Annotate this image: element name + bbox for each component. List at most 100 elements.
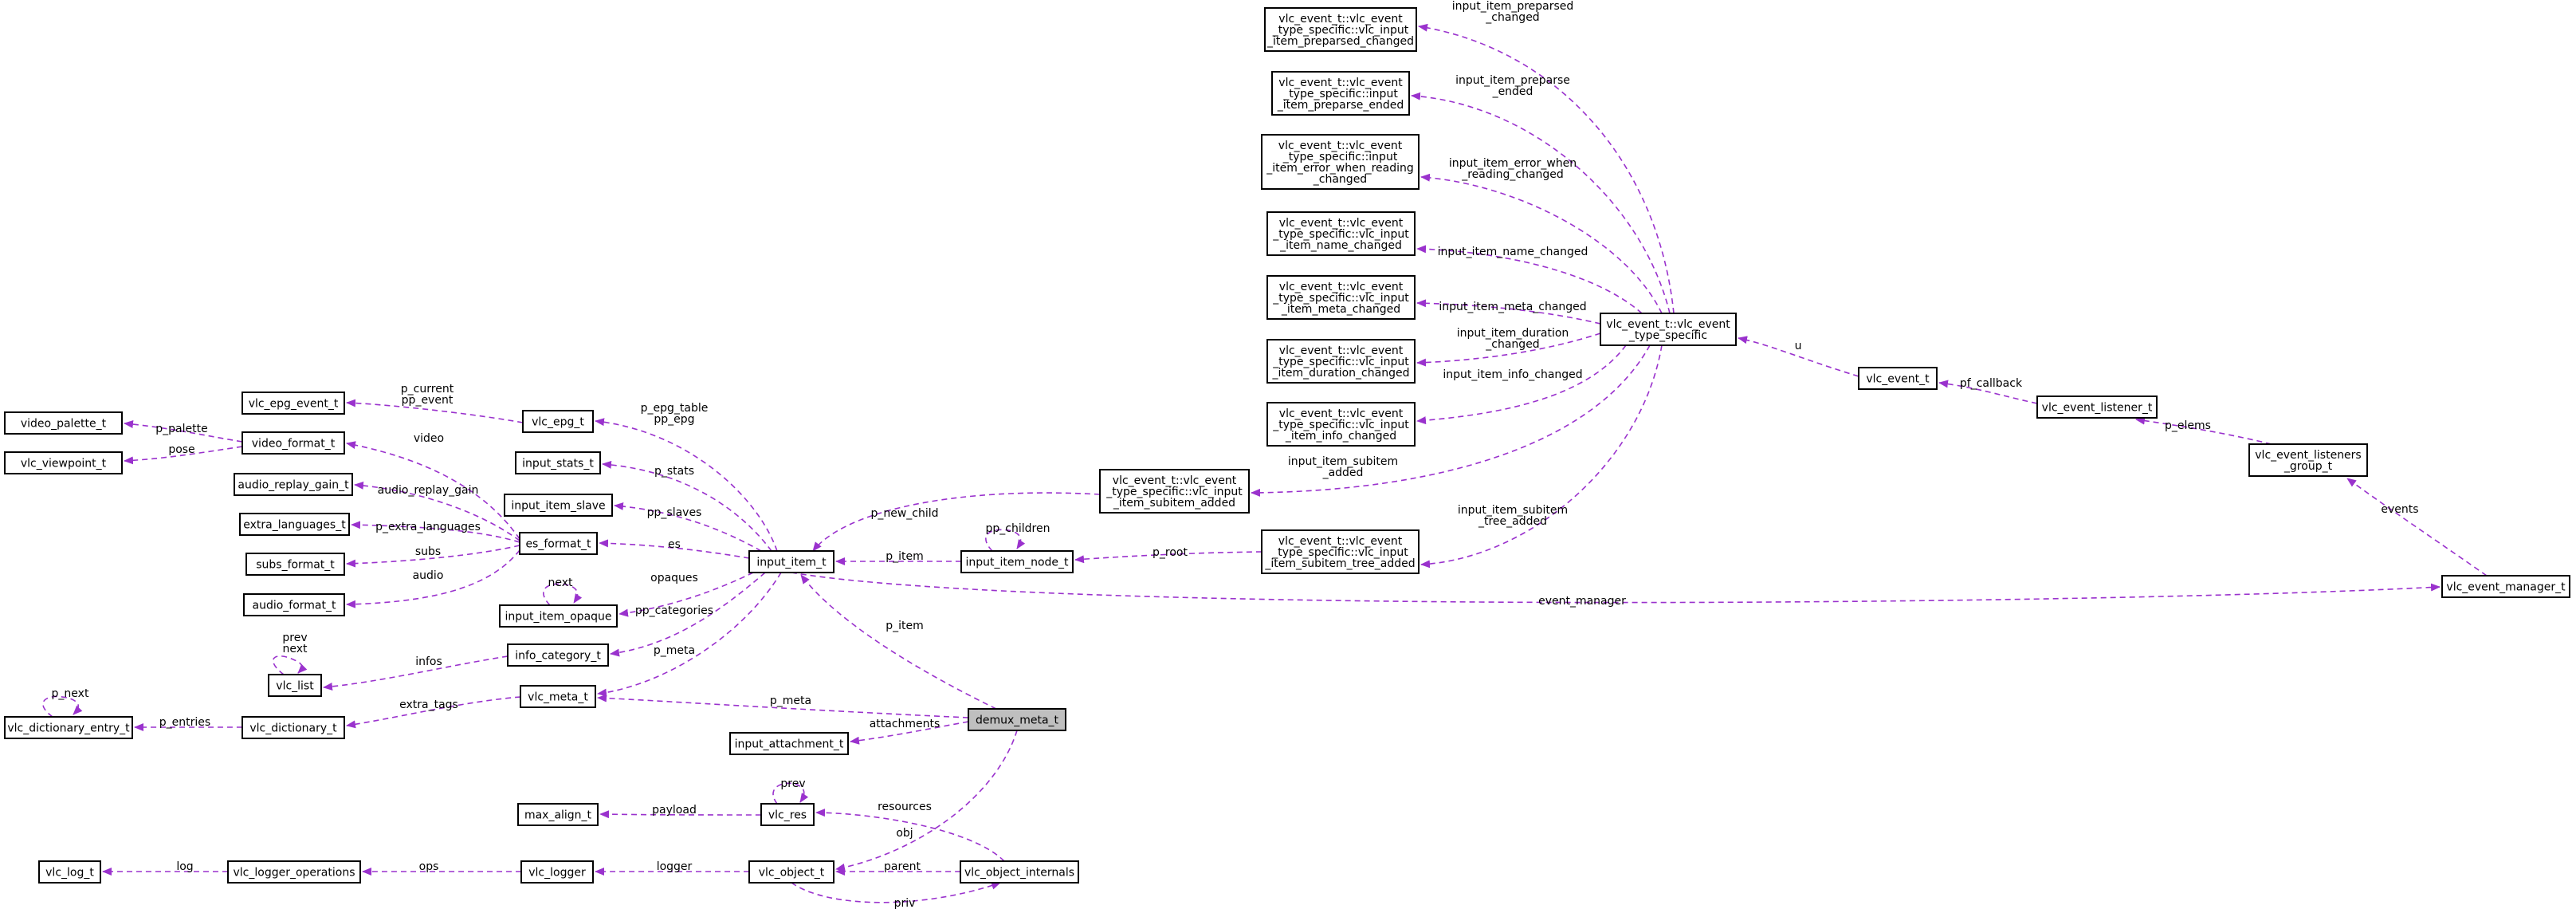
node-vlc-epg-event-t[interactable]: vlc_epg_event_t: [242, 392, 345, 415]
edge-payload: payload: [599, 804, 762, 819]
node-demux-meta-t[interactable]: demux_meta_t: [968, 708, 1066, 731]
edge-label: subs: [415, 545, 441, 558]
edge-line: [346, 441, 520, 540]
node-ev-duration-changed[interactable]: vlc_event_t::vlc_event_type_specific::vl…: [1266, 339, 1416, 384]
node-label: subs_format_t: [256, 559, 335, 572]
node-ev-name-changed[interactable]: vlc_event_t::vlc_event_type_specific::vl…: [1266, 211, 1416, 256]
edge-label: p_new_child: [870, 507, 938, 520]
node-input-stats-t[interactable]: input_stats_t: [515, 451, 601, 474]
node-input-attachment-t[interactable]: input_attachment_t: [729, 732, 849, 755]
node-label: vlc_object_internals: [964, 867, 1074, 880]
node-label: _item_duration_changed: [1272, 367, 1410, 380]
node-vlc-event-listeners-group-t[interactable]: vlc_event_listeners_group_t: [2248, 443, 2368, 477]
node-vlc-epg-t[interactable]: vlc_epg_t: [522, 410, 594, 433]
node-label: input_item_node_t: [965, 557, 1069, 569]
edge-label: priv: [894, 897, 916, 910]
edge-p-palette: p_palette: [124, 420, 243, 443]
node-vlc-event-type-specific[interactable]: vlc_event_t::vlc_event_type_specific: [1600, 313, 1737, 346]
edge-line: [124, 420, 243, 443]
node-label: _type_specific::vlc_input: [1271, 546, 1408, 559]
edge-line: [595, 418, 778, 552]
node-vlc-event-t[interactable]: vlc_event_t: [1858, 367, 1938, 390]
edge-opaque-next: next: [543, 577, 583, 606]
edge-attachments: attachments: [850, 718, 969, 745]
node-vlc-event-manager-t[interactable]: vlc_event_manager_t: [2441, 575, 2570, 598]
node-ev-preparse-ended[interactable]: vlc_event_t::vlc_event_type_specific::in…: [1271, 71, 1410, 116]
node-ev-subitem-added[interactable]: vlc_event_t::vlc_event_type_specific::vl…: [1099, 469, 1250, 514]
node-vlc-event-listener-t[interactable]: vlc_event_listener_t: [2036, 396, 2158, 419]
edge-audio: audio: [346, 549, 520, 608]
edge-label: prev: [780, 777, 805, 790]
node-es-format-t[interactable]: es_format_t: [519, 532, 598, 555]
node-label: _type_specific::vlc_input: [1272, 292, 1409, 305]
edge-line: [1416, 245, 1643, 314]
node-input-item-slave[interactable]: input_item_slave: [504, 494, 613, 517]
node-label: input_item_opaque: [505, 611, 611, 624]
node-ev-preparsed-changed[interactable]: vlc_event_t::vlc_event_type_specific::vl…: [1264, 7, 1417, 52]
node-ev-error-when-reading[interactable]: vlc_event_t::vlc_event_type_specific::in…: [1261, 134, 1420, 190]
node-label: demux_meta_t: [976, 714, 1059, 727]
edge-label: _reading_changed: [1461, 168, 1564, 181]
node-video-format-t[interactable]: video_format_t: [242, 431, 345, 455]
edge-line: [618, 572, 754, 617]
node-box: [227, 860, 361, 884]
node-ev-subitem-tree-added[interactable]: vlc_event_t::vlc_event_type_specific::vl…: [1261, 529, 1420, 574]
node-ev-meta-changed[interactable]: vlc_event_t::vlc_event_type_specific::vl…: [1266, 275, 1416, 320]
edge-label: pp_slaves: [647, 506, 702, 519]
edge-input-item-preparsed-changed: input_item_preparsed_changed: [1418, 0, 1675, 314]
edge-line: [1251, 344, 1651, 497]
edge-label: ops: [419, 860, 439, 873]
edge-input-item-subitem-tree-added: input_item_subitem_tree_added: [1420, 344, 1663, 569]
node-vlc-meta-t[interactable]: vlc_meta_t: [520, 685, 596, 708]
node-input-item-opaque[interactable]: input_item_opaque: [499, 604, 618, 628]
edge-label: input_item_preparse: [1455, 74, 1570, 87]
edge-label: event_manager: [1538, 595, 1626, 608]
edge-line: [599, 810, 762, 819]
node-vlc-list[interactable]: vlc_list: [268, 674, 322, 697]
node-input-item-t[interactable]: input_item_t: [748, 550, 834, 573]
node-label: vlc_event_t::vlc_event: [1113, 474, 1237, 487]
node-vlc-object-t[interactable]: vlc_object_t: [748, 860, 834, 884]
node-label: _item_preparsed_changed: [1266, 35, 1414, 48]
edge-label: _changed: [1485, 338, 1539, 351]
node-box: [1600, 313, 1737, 346]
node-box: [234, 473, 353, 496]
node-audio-format-t[interactable]: audio_format_t: [243, 593, 345, 616]
node-vlc-logger-operations[interactable]: vlc_logger_operations: [227, 860, 361, 884]
node-label: input_stats_t: [522, 458, 594, 470]
node-label: input_item_slave: [511, 500, 605, 513]
node-info-category-t[interactable]: info_category_t: [507, 643, 609, 667]
node-max-align-t[interactable]: max_align_t: [517, 803, 599, 826]
node-subs-format-t[interactable]: subs_format_t: [245, 553, 345, 576]
edge-ops: ops: [362, 860, 521, 876]
node-input-item-node-t[interactable]: input_item_node_t: [960, 550, 1074, 573]
node-extra-languages-t[interactable]: extra_languages_t: [239, 513, 350, 536]
edge-line: [812, 492, 1101, 552]
node-audio-replay-gain-t[interactable]: audio_replay_gain_t: [234, 473, 353, 496]
node-vlc-log-t[interactable]: vlc_log_t: [38, 860, 101, 884]
edge-label: pp_children: [986, 522, 1050, 535]
edge-label: input_item_error_when: [1449, 157, 1577, 170]
node-video-palette-t[interactable]: video_palette_t: [4, 411, 123, 435]
node-vlc-logger[interactable]: vlc_logger: [520, 860, 594, 884]
node-vlc-object-internals[interactable]: vlc_object_internals: [960, 860, 1079, 884]
node-label: es_format_t: [525, 538, 591, 551]
edge-line: [772, 782, 809, 805]
node-box: [1266, 402, 1416, 447]
node-box: [522, 410, 594, 433]
edge-video: video: [346, 432, 520, 540]
edge-label: u: [1795, 340, 1802, 352]
edge-obj: obj: [835, 730, 1018, 872]
edge-label: input_item_preparsed: [1452, 0, 1574, 13]
node-vlc-dictionary-t[interactable]: vlc_dictionary_t: [242, 716, 345, 739]
edge-label: p_next: [52, 687, 89, 700]
edge-input-item-duration-changed: input_item_duration_changed: [1416, 327, 1601, 367]
node-label: _type_specific::vlc_input: [1272, 228, 1409, 241]
edge-label: logger: [657, 860, 693, 873]
node-vlc-res[interactable]: vlc_res: [760, 803, 815, 826]
node-vlc-dictionary-entry-t[interactable]: vlc_dictionary_entry_t: [4, 716, 133, 739]
edge-label: opaques: [650, 572, 698, 584]
node-ev-info-changed[interactable]: vlc_event_t::vlc_event_type_specific::vl…: [1266, 402, 1416, 447]
node-vlc-viewpoint-t[interactable]: vlc_viewpoint_t: [4, 451, 123, 474]
